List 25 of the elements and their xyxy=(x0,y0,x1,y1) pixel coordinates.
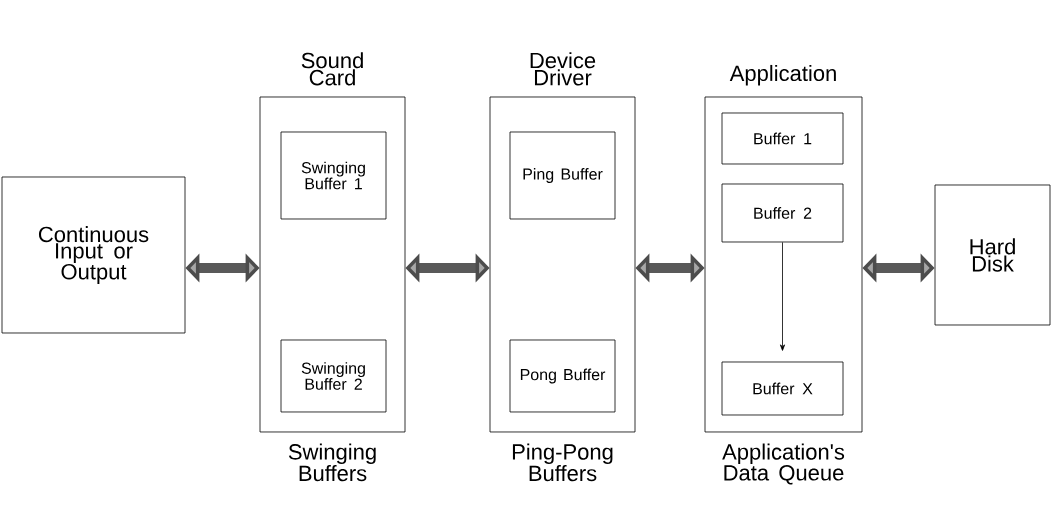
box xyxy=(509,131,616,220)
box xyxy=(721,183,844,243)
box xyxy=(1,176,186,334)
column-heading: Device Driver xyxy=(530,52,596,86)
box-label: Buffer 1 xyxy=(754,132,812,145)
arrow xyxy=(780,242,785,351)
box-label: Buffer X xyxy=(753,382,813,395)
box xyxy=(934,184,1051,326)
column-heading: Sound Card xyxy=(301,52,363,86)
box-label: Swinging Buffer 2 xyxy=(301,362,365,390)
box-label: Ping Buffer xyxy=(523,168,603,183)
box xyxy=(509,339,616,413)
box-label: Swinging Buffer 1 xyxy=(301,161,365,190)
box xyxy=(721,361,844,416)
column-caption: Application's Data Queue xyxy=(722,443,845,485)
column-heading: Application xyxy=(729,64,836,86)
box-label: Pong Buffer xyxy=(520,368,606,384)
column-caption: Swinging Buffers xyxy=(288,443,376,482)
box xyxy=(721,112,844,165)
box-label: Hard Disk xyxy=(970,238,1015,272)
box-label: Buffer 2 xyxy=(754,207,812,219)
column-caption: Ping-Pong Buffers xyxy=(512,443,613,482)
box-label: Continuous Input or Output xyxy=(38,226,149,284)
box xyxy=(280,339,387,413)
box xyxy=(280,131,387,220)
